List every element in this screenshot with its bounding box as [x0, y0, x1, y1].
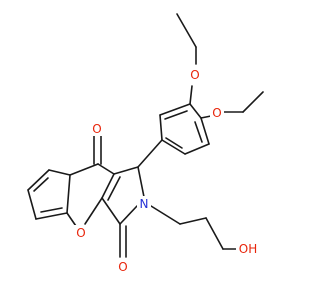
- bond: [33, 177, 49, 192]
- atom-label: O: [76, 226, 85, 240]
- bond: [159, 114, 163, 141]
- bond: [200, 117, 210, 145]
- bond: [189, 103, 202, 119]
- bond: [176, 13, 197, 48]
- bond: [113, 166, 139, 175]
- bond: [66, 174, 71, 214]
- molecule-drawing: O O O O O N OH: [27, 13, 264, 274]
- bond: [161, 139, 186, 155]
- bond-layer: [27, 13, 264, 258]
- bond: [40, 207, 63, 213]
- bond: [101, 197, 121, 225]
- bond: [101, 173, 115, 199]
- ethoxy-oxygen-right: O: [210, 105, 224, 121]
- atom-label: OH: [239, 242, 257, 256]
- atom-label-layer: O O O O O N OH: [74, 66, 260, 274]
- bond: [179, 217, 207, 225]
- bond: [107, 176, 121, 201]
- bond: [200, 115, 212, 119]
- ketone-oxygen: O: [90, 120, 104, 136]
- bond: [242, 91, 264, 113]
- ring-nitrogen: N: [137, 196, 151, 212]
- bond: [35, 212, 68, 220]
- bond: [205, 217, 224, 250]
- structure-diagram: O O O O O N OH: [27, 13, 264, 274]
- bond: [165, 137, 183, 149]
- lactam-oxygen: O: [116, 258, 130, 274]
- atom-label: O: [190, 68, 199, 82]
- atom-label: O: [118, 260, 127, 274]
- ethoxy-oxygen-top: O: [188, 66, 202, 82]
- hydroxyl-group: OH: [236, 241, 260, 257]
- bond: [97, 163, 115, 175]
- atom-label: O: [212, 106, 221, 120]
- bond: [150, 205, 181, 225]
- atom-label: N: [140, 197, 149, 211]
- bond: [69, 163, 99, 176]
- bond: [27, 189, 37, 220]
- atom-label: O: [92, 122, 101, 136]
- bond: [84, 197, 103, 225]
- bond: [119, 205, 138, 225]
- bond: [189, 85, 193, 105]
- bond: [194, 121, 203, 143]
- bond: [184, 143, 210, 155]
- bond: [159, 103, 191, 116]
- bond: [137, 139, 163, 168]
- ring-oxygen: O: [74, 225, 88, 241]
- bond: [48, 169, 71, 176]
- bond: [27, 169, 50, 191]
- bond: [137, 166, 145, 198]
- bond: [164, 110, 188, 120]
